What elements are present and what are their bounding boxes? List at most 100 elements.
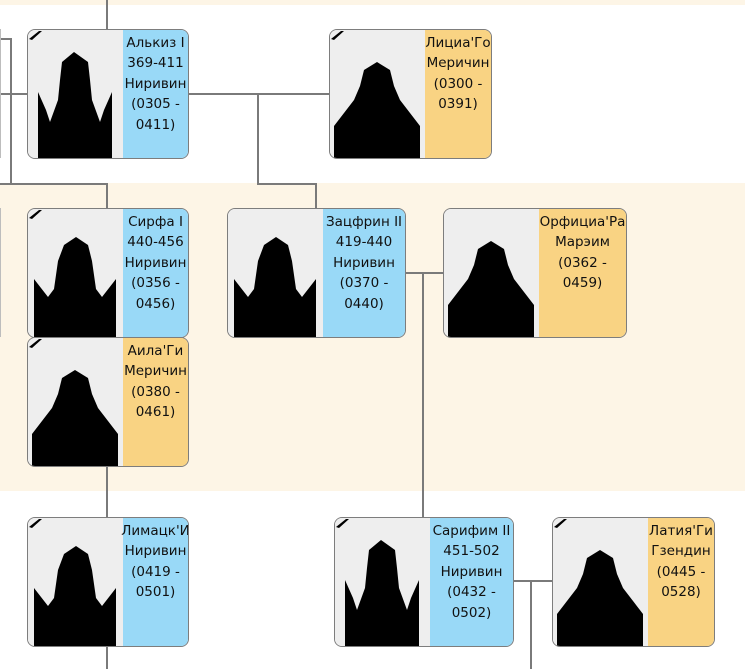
connector-line (106, 183, 108, 209)
connector-line (315, 183, 317, 209)
house-name: Ниривин (124, 75, 187, 92)
person-name: Зацфрин II (325, 214, 403, 230)
person-name: Сирфа I (128, 214, 183, 230)
person-card-aila[interactable]: Аила'Ги Меричин (0380 - 0461) (27, 337, 189, 467)
mourning-ribbon-icon (29, 519, 42, 528)
person-name: Лициа'Го (425, 35, 491, 51)
person-info: Орфициа'Ра Марэим (0362 - 0459) (539, 209, 626, 337)
person-card-limack[interactable]: Лимацк'И Ниривин (0419 - 0501) (27, 517, 189, 647)
mourning-ribbon-icon (29, 210, 42, 219)
life-dates: 0502) (451, 604, 492, 621)
silhouette-icon (334, 62, 420, 158)
person-name: Сарифим II (432, 523, 511, 539)
person-name: Аила'Ги (127, 343, 184, 359)
life-dates: 0440) (344, 295, 384, 312)
portrait (28, 518, 123, 646)
connector-line (0, 183, 107, 185)
person-card-orficia[interactable]: Орфициа'Ра Марэим (0362 - 0459) (443, 208, 627, 338)
person-info: Зацфрин II 419-440 Ниривин (0370 - 0440) (323, 209, 405, 337)
person-name: Латия'Ги (649, 523, 713, 539)
person-card-latia[interactable]: Латия'Ги Гзендин (0445 - 0528) (552, 517, 715, 647)
offscreen-card-edge (0, 29, 1, 158)
life-dates: (0305 - (131, 96, 180, 113)
connector-line (257, 93, 259, 184)
house-name: Меричин (426, 55, 490, 72)
silhouette-icon (345, 540, 419, 646)
reign-years: 451-502 (443, 543, 500, 560)
house-name: Меричин (124, 363, 187, 380)
life-dates: (0370 - (339, 275, 389, 292)
person-name: Алькиз I (126, 35, 185, 51)
life-dates: (0445 - (656, 563, 706, 580)
life-dates: 0411) (135, 116, 176, 133)
house-name: Ниривин (333, 254, 395, 271)
life-dates: 0456) (135, 295, 176, 312)
life-dates: 0459) (562, 275, 603, 292)
reign-years: 419-440 (335, 234, 393, 251)
person-card-licia[interactable]: Лициа'Го Меричин (0300 - 0391) (329, 29, 492, 159)
house-name: Ниривин (124, 254, 187, 271)
person-card-sirfa[interactable]: Сирфа I 440-456 Ниривин (0356 - 0456) (27, 208, 189, 338)
person-name: Лимацк'И (121, 523, 189, 539)
person-info: Латия'Ги Гзендин (0445 - 0528) (648, 518, 714, 646)
connector-line (530, 580, 532, 669)
portrait (28, 209, 123, 337)
life-dates: (0300 - (433, 75, 483, 92)
portrait (553, 518, 648, 646)
connector-line (422, 272, 424, 518)
connector-line (106, 466, 108, 518)
person-card-zacfrin[interactable]: Зацфрин II 419-440 Ниривин (0370 - 0440) (227, 208, 406, 338)
mourning-ribbon-icon (29, 339, 42, 348)
life-dates: (0432 - (447, 584, 496, 601)
mourning-ribbon-icon (336, 519, 349, 528)
portrait (330, 30, 425, 158)
connector-line (106, 646, 108, 669)
person-info: Сирфа I 440-456 Ниривин (0356 - 0456) (123, 209, 188, 337)
mourning-ribbon-icon (331, 31, 344, 40)
connector-line (10, 38, 12, 94)
person-info: Алькиз I 369-411 Ниривин (0305 - 0411) (123, 30, 188, 158)
person-info: Лициа'Го Меричин (0300 - 0391) (425, 30, 491, 158)
life-dates: 0501) (135, 584, 176, 601)
connector-line (257, 183, 317, 185)
silhouette-icon (448, 241, 534, 337)
life-dates: (0419 - (131, 563, 180, 580)
silhouette-icon (234, 237, 316, 337)
mourning-ribbon-icon (29, 31, 42, 40)
connector-line (106, 0, 108, 29)
life-dates: 0461) (135, 404, 176, 421)
house-name: Ниривин (124, 543, 187, 560)
person-info: Лимацк'И Ниривин (0419 - 0501) (121, 518, 189, 646)
life-dates: 0528) (661, 584, 701, 601)
silhouette-icon (32, 370, 118, 466)
life-dates: 0391) (438, 96, 478, 113)
generation-band-top (0, 0, 745, 5)
connector-line (0, 38, 11, 40)
silhouette-icon (34, 546, 116, 646)
connector-line (10, 94, 12, 184)
life-dates: (0380 - (131, 383, 180, 400)
silhouette-icon (557, 550, 643, 646)
life-dates: (0362 - (558, 254, 607, 271)
portrait (335, 518, 430, 646)
house-name: Ниривин (440, 563, 503, 580)
person-name: Орфициа'Ра (539, 214, 626, 230)
portrait (444, 209, 539, 337)
reign-years: 369-411 (127, 55, 184, 72)
person-card-sarifim[interactable]: Сарифим II 451-502 Ниривин (0432 - 0502) (334, 517, 514, 647)
silhouette-icon (34, 237, 116, 337)
offscreen-card-edge (0, 208, 1, 337)
connector-line (405, 272, 444, 274)
life-dates: (0356 - (131, 275, 180, 292)
house-name: Марэим (555, 234, 610, 251)
person-card-alkiz[interactable]: Алькиз I 369-411 Ниривин (0305 - 0411) (27, 29, 189, 159)
person-info: Аила'Ги Меричин (0380 - 0461) (123, 338, 188, 466)
silhouette-icon (38, 52, 112, 158)
portrait (28, 30, 123, 158)
portrait (228, 209, 323, 337)
connector-line (512, 580, 553, 582)
person-info: Сарифим II 451-502 Ниривин (0432 - 0502) (430, 518, 513, 646)
portrait (28, 338, 123, 466)
connector-line (0, 93, 28, 95)
reign-years: 440-456 (127, 234, 184, 251)
